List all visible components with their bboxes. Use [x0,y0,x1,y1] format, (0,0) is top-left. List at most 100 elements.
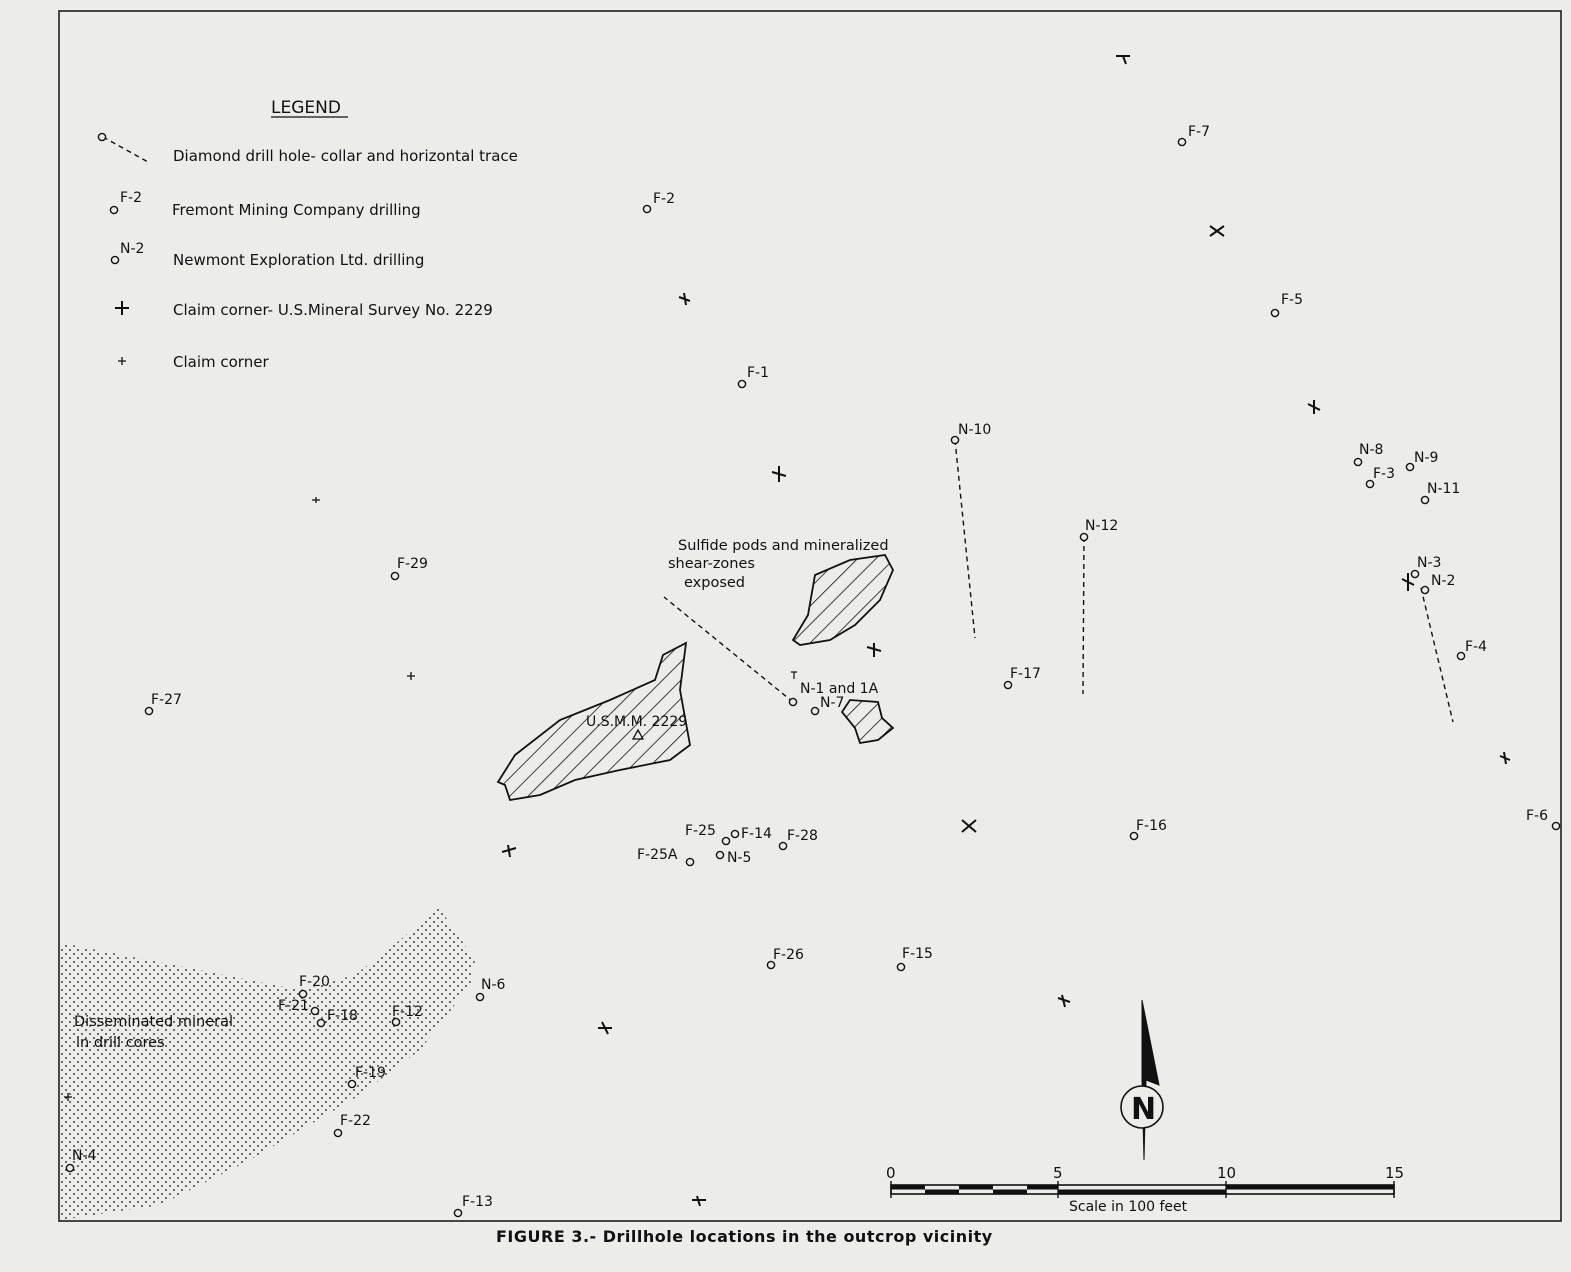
scale-tick-label: 5 [1053,1164,1063,1182]
claim-corner-small-icon [407,672,415,680]
hole-label: N-12 [1085,518,1118,534]
collar-icon [788,697,798,707]
hole-label: N-2 [1431,573,1455,589]
legend-item-claim-corner-survey: Claim corner- U.S.Mineral Survey No. 222… [173,301,493,319]
collar-icon [333,1128,343,1138]
hole-label: F-13 [462,1194,493,1210]
sulfide-note-line1: Sulfide pods and mineralized [678,538,889,554]
scale-label: Scale in 100 feet [1069,1199,1188,1215]
hole-label: F-26 [773,947,804,963]
hole-label: N-9 [1414,450,1438,466]
hole-label: F-20 [299,974,330,990]
hole-label: F-14 [741,826,772,842]
collar-icon [896,962,906,972]
claim-corner-icon [1307,400,1321,414]
scale-bar-segment [891,1185,925,1190]
collar-icon [347,1079,357,1089]
hole-label: F-22 [340,1113,371,1129]
hole-label: F-21 [278,998,309,1014]
collar-icon [475,992,485,1002]
collar-icon [1177,137,1187,147]
collar-icon [642,204,652,214]
scale-bar-segment [1058,1189,1226,1194]
legend-item-fremont: Fremont Mining Company drilling [172,201,421,219]
hole-label: F-6 [1526,808,1548,824]
drill-traces [102,136,1454,723]
disseminated-note-line2: in drill cores [76,1035,165,1051]
claim-corner-small-icon [312,497,320,503]
outcrop-usmm [496,641,691,802]
hole-label: F-7 [1188,124,1210,140]
north-circle-icon [1120,1085,1164,1129]
scale-bar-segment [959,1185,993,1190]
hole-label: F-17 [1010,666,1041,682]
collar-icon [1456,651,1466,661]
hole-label: F-29 [397,556,428,572]
scale-tick-label: 15 [1385,1164,1404,1182]
collar-icon [1079,532,1089,542]
collar-icon [1365,479,1375,489]
trace-n1 [663,596,794,703]
claim-corner-icon [501,844,517,858]
legend-claim-corner-icon [118,357,126,365]
legend-trace [102,136,149,163]
trace-n2 [1420,587,1454,723]
hole-label: N-5 [727,850,751,866]
scale-bar-segment [1226,1185,1394,1190]
collar-icon [685,857,695,867]
claim-corners [501,55,1511,1207]
collar-icon [950,435,960,445]
trace-n12 [1082,536,1085,695]
hole-label: F-18 [327,1008,358,1024]
collar-icon [778,841,788,851]
scale-bar-segment [1027,1185,1058,1190]
scale-tick-label: 0 [886,1164,896,1182]
hole-label: F-2 [653,191,675,207]
hole-label: N-8 [1359,442,1383,458]
hole-label: F-15 [902,946,933,962]
claim-corner-small-icon [64,1093,72,1101]
claim-corner-icon [961,819,977,833]
legend-collar-icon [97,132,107,142]
collar-icon [1003,680,1013,690]
claim-corner-icon [1401,573,1415,591]
hole-label: F-19 [355,1065,386,1081]
legend-item-diamond-drill: Diamond drill hole- collar and horizonta… [173,147,518,165]
hole-label: F-4 [1465,639,1487,655]
legend-newmont-icon [110,255,120,265]
hole-label: N-7 [820,695,844,711]
claim-corner-icon [1209,225,1225,237]
hole-label: F-27 [151,692,182,708]
hole-label: F-12 [392,1004,423,1020]
collar-icon [1353,457,1363,467]
collar-icon [390,571,400,581]
hole-label: N-3 [1417,555,1441,571]
north-letter: N [1131,1092,1156,1127]
collar-tick-icon [791,671,797,679]
legend-newmont-sample: N-2 [120,241,144,257]
scale-bar-segment [993,1189,1027,1194]
collar-icon [1420,495,1430,505]
collar-icon [715,850,725,860]
claim-corner-icon [1116,55,1130,65]
minor-claim-corners [64,497,415,1101]
collar-icon [144,706,154,716]
hole-label: F-25A [637,847,678,863]
sulfide-note-line2: shear-zones [668,556,755,572]
legend-fremont-sample: F-2 [120,190,142,206]
figure-caption: FIGURE 3.- Drillhole locations in the ou… [496,1227,993,1246]
collar-icon [65,1163,75,1173]
legend-claim-corner-survey-icon [115,301,129,315]
claim-corner-icon [598,1021,612,1035]
hole-label: N-1 and 1A [800,681,879,697]
collar-icon [1420,585,1430,595]
collar-icon [1551,821,1561,831]
collar-icon [310,1006,320,1016]
hole-label: F-25 [685,823,716,839]
legend-item-claim-corner: Claim corner [173,353,269,371]
disseminated-mineral-area [61,906,475,1220]
hole-label: F-16 [1136,818,1167,834]
sulfide-note-line3: exposed [684,575,745,591]
hole-label: F-1 [747,365,769,381]
